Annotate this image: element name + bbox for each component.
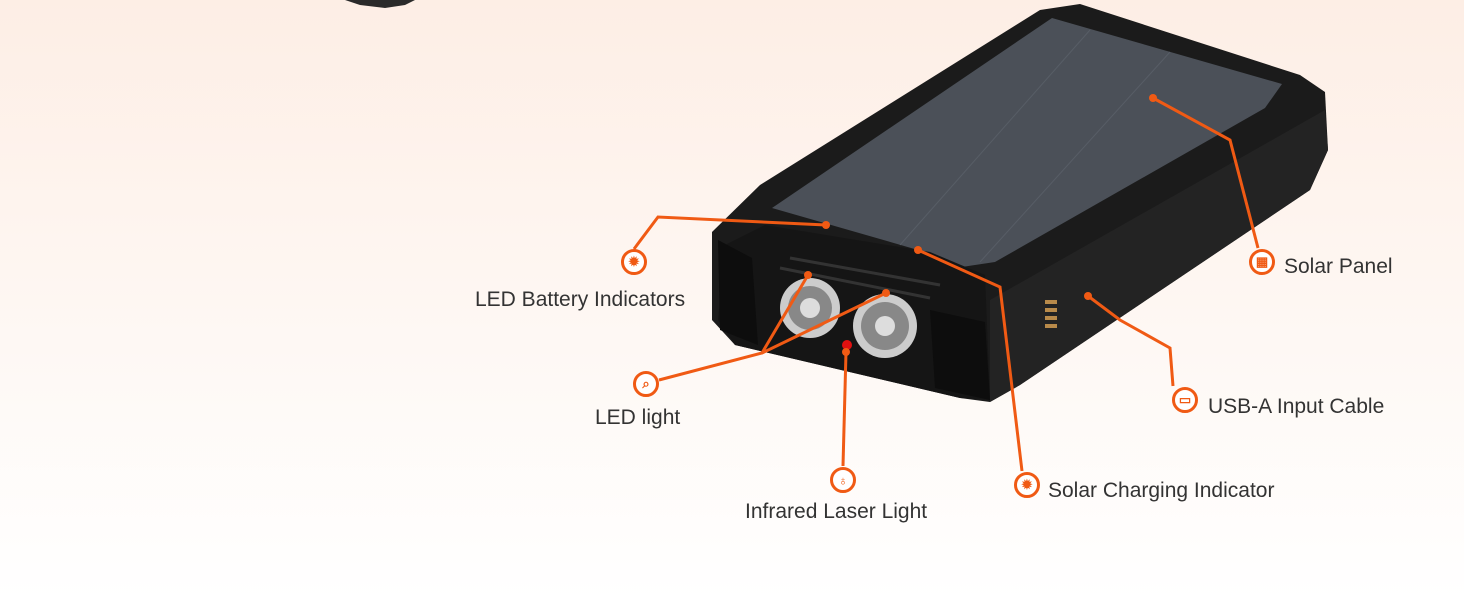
solar-panel-icon: ▦ [1249, 249, 1275, 275]
partial-device-top-left [345, 0, 415, 8]
device-side [990, 110, 1328, 402]
usb-port-icon: ▭ [1172, 387, 1198, 413]
charging-pins [1045, 300, 1057, 328]
label-led-light: LED light [595, 406, 681, 429]
callout-lines [632, 96, 1260, 472]
solar-panel [772, 18, 1282, 268]
laser-icon: ♁ [830, 467, 856, 493]
solar-cells [899, 29, 1171, 263]
bumper-left [718, 240, 758, 345]
led-indicator-icon: ✹ [1014, 472, 1040, 498]
front-groove [789, 256, 941, 287]
label-solar-charging-indicator: Solar Charging Indicator [1048, 479, 1275, 502]
callout-dots [804, 94, 1157, 356]
flashlight-icon: ⌕ [633, 371, 659, 397]
label-infrared-laser-light: Infrared Laser Light [745, 500, 928, 523]
label-led-battery-indicators: LED Battery Indicators [475, 288, 686, 311]
label-usb-a-input-cable: USB-A Input Cable [1208, 395, 1385, 418]
laser-emitter [842, 340, 852, 350]
label-solar-panel: Solar Panel [1284, 255, 1393, 278]
led-indicator-icon: ✹ [621, 249, 647, 275]
led-lamp-right [853, 294, 917, 358]
bumper-right [930, 310, 990, 400]
